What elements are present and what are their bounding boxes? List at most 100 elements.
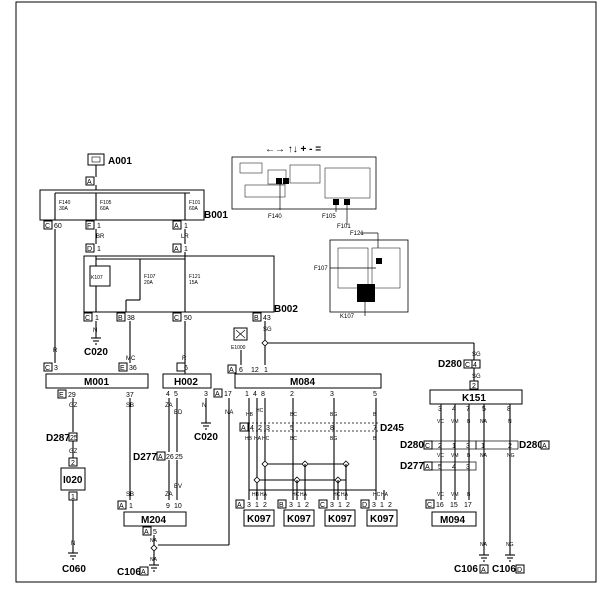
svg-text:B: B bbox=[254, 315, 259, 322]
svg-text:1: 1 bbox=[297, 502, 301, 509]
battery-a001: A001 A bbox=[85, 153, 132, 190]
svg-text:2: 2 bbox=[346, 502, 350, 509]
svg-text:2: 2 bbox=[388, 502, 392, 509]
svg-text:K097: K097 bbox=[247, 514, 271, 525]
svg-text:1: 1 bbox=[452, 443, 456, 450]
svg-text:E: E bbox=[120, 365, 125, 372]
svg-text:SG: SG bbox=[263, 327, 272, 333]
svg-text:K097: K097 bbox=[328, 514, 352, 525]
svg-text:HC: HC bbox=[292, 492, 300, 498]
ground-c020-b: C020 bbox=[194, 432, 218, 443]
svg-text:25: 25 bbox=[175, 454, 183, 461]
svg-text:A: A bbox=[87, 179, 92, 186]
svg-text:A: A bbox=[229, 367, 234, 374]
svg-text:B: B bbox=[373, 436, 377, 442]
module-k151: K151 3 4 7 5 8 VC VM B NA N bbox=[429, 389, 523, 555]
svg-text:4: 4 bbox=[166, 391, 170, 398]
svg-text:HC: HC bbox=[262, 436, 270, 442]
locator-symbols: ←→ ↑↓ + - = bbox=[265, 144, 321, 155]
svg-text:4: 4 bbox=[452, 406, 456, 413]
svg-text:BR: BR bbox=[96, 234, 105, 240]
svg-text:37: 37 bbox=[126, 392, 134, 399]
svg-text:HA: HA bbox=[260, 492, 268, 498]
page-border bbox=[15, 1, 597, 583]
svg-text:SG: SG bbox=[472, 374, 481, 380]
svg-text:NA: NA bbox=[150, 557, 158, 563]
svg-text:3: 3 bbox=[330, 502, 334, 509]
svg-text:F121: F121 bbox=[189, 274, 201, 280]
svg-text:29: 29 bbox=[68, 392, 76, 399]
svg-text:3: 3 bbox=[204, 391, 208, 398]
svg-text:A: A bbox=[542, 443, 547, 450]
svg-text:D280: D280 bbox=[519, 440, 543, 451]
svg-text:C: C bbox=[320, 502, 325, 509]
svg-text:VM: VM bbox=[451, 492, 459, 498]
svg-text:60: 60 bbox=[54, 223, 62, 230]
svg-text:3: 3 bbox=[266, 425, 270, 432]
svg-text:M084: M084 bbox=[290, 377, 315, 388]
svg-text:7: 7 bbox=[466, 406, 470, 413]
svg-text:BV: BV bbox=[174, 484, 182, 490]
svg-text:1: 1 bbox=[95, 315, 99, 322]
connector-d245: HB HC BC BG B A 4 2 3 5 8 7 D245 HB HA H… bbox=[239, 398, 404, 500]
svg-text:17: 17 bbox=[464, 502, 472, 509]
svg-text:BC: BC bbox=[290, 412, 297, 418]
svg-text:F107: F107 bbox=[144, 274, 156, 280]
svg-text:HA: HA bbox=[254, 436, 262, 442]
k097-unit-b: B 3 1 2 K097 bbox=[277, 499, 315, 527]
svg-text:15: 15 bbox=[450, 502, 458, 509]
svg-text:SB: SB bbox=[126, 403, 134, 409]
svg-text:1: 1 bbox=[255, 502, 259, 509]
svg-text:60A: 60A bbox=[100, 206, 110, 212]
battery-label: A001 bbox=[108, 156, 132, 167]
module-m001: C 3 E 36 M001 E 29 37 GZ SB bbox=[43, 362, 149, 500]
svg-text:C: C bbox=[174, 315, 179, 322]
ground-c106-d: C106 bbox=[492, 564, 516, 575]
svg-text:A: A bbox=[215, 391, 220, 398]
svg-text:VC: VC bbox=[437, 453, 444, 459]
svg-text:2: 2 bbox=[305, 502, 309, 509]
svg-text:2: 2 bbox=[263, 502, 267, 509]
svg-text:C: C bbox=[427, 502, 432, 509]
svg-text:A: A bbox=[119, 503, 124, 510]
svg-text:M001: M001 bbox=[84, 377, 109, 388]
svg-text:SB: SB bbox=[126, 492, 134, 498]
svg-text:1: 1 bbox=[184, 223, 188, 230]
svg-text:D280: D280 bbox=[438, 359, 462, 370]
svg-text:2: 2 bbox=[290, 391, 294, 398]
svg-text:3: 3 bbox=[247, 502, 251, 509]
svg-text:HC: HC bbox=[256, 408, 264, 414]
svg-text:8: 8 bbox=[507, 406, 511, 413]
svg-text:1: 1 bbox=[380, 502, 384, 509]
svg-text:B: B bbox=[118, 315, 123, 322]
svg-text:K097: K097 bbox=[287, 514, 311, 525]
svg-text:6: 6 bbox=[239, 367, 243, 374]
relay-k107: K107 bbox=[91, 275, 103, 281]
svg-text:BG: BG bbox=[330, 436, 337, 442]
k097-unit-a: A 3 1 2 K097 bbox=[235, 499, 275, 527]
svg-text:1: 1 bbox=[71, 494, 75, 501]
svg-text:C: C bbox=[425, 443, 430, 450]
svg-text:A: A bbox=[141, 569, 146, 576]
svg-text:26: 26 bbox=[166, 454, 174, 461]
svg-text:GZ: GZ bbox=[69, 449, 78, 455]
locator-mid: F121 F107 K107 bbox=[314, 231, 409, 320]
svg-text:6: 6 bbox=[184, 365, 188, 372]
svg-text:50: 50 bbox=[184, 315, 192, 322]
svg-text:1: 1 bbox=[97, 246, 101, 253]
svg-text:B: B bbox=[467, 492, 471, 498]
svg-text:D: D bbox=[87, 246, 92, 253]
locator-f121: F121 bbox=[350, 231, 364, 237]
fusebox-b002: D 1 A 1 K107 F107 20A F121 15A B002 C 1 … bbox=[83, 243, 298, 322]
svg-text:5: 5 bbox=[373, 391, 377, 398]
svg-text:E: E bbox=[59, 392, 64, 399]
svg-text:A: A bbox=[174, 246, 179, 253]
ground-c060: C060 bbox=[62, 564, 86, 575]
b001-label: B001 bbox=[204, 210, 228, 221]
svg-text:4: 4 bbox=[250, 425, 254, 432]
svg-text:A: A bbox=[241, 425, 246, 432]
svg-text:NG: NG bbox=[507, 453, 515, 459]
svg-text:NA: NA bbox=[480, 542, 488, 548]
svg-text:I020: I020 bbox=[63, 475, 83, 486]
